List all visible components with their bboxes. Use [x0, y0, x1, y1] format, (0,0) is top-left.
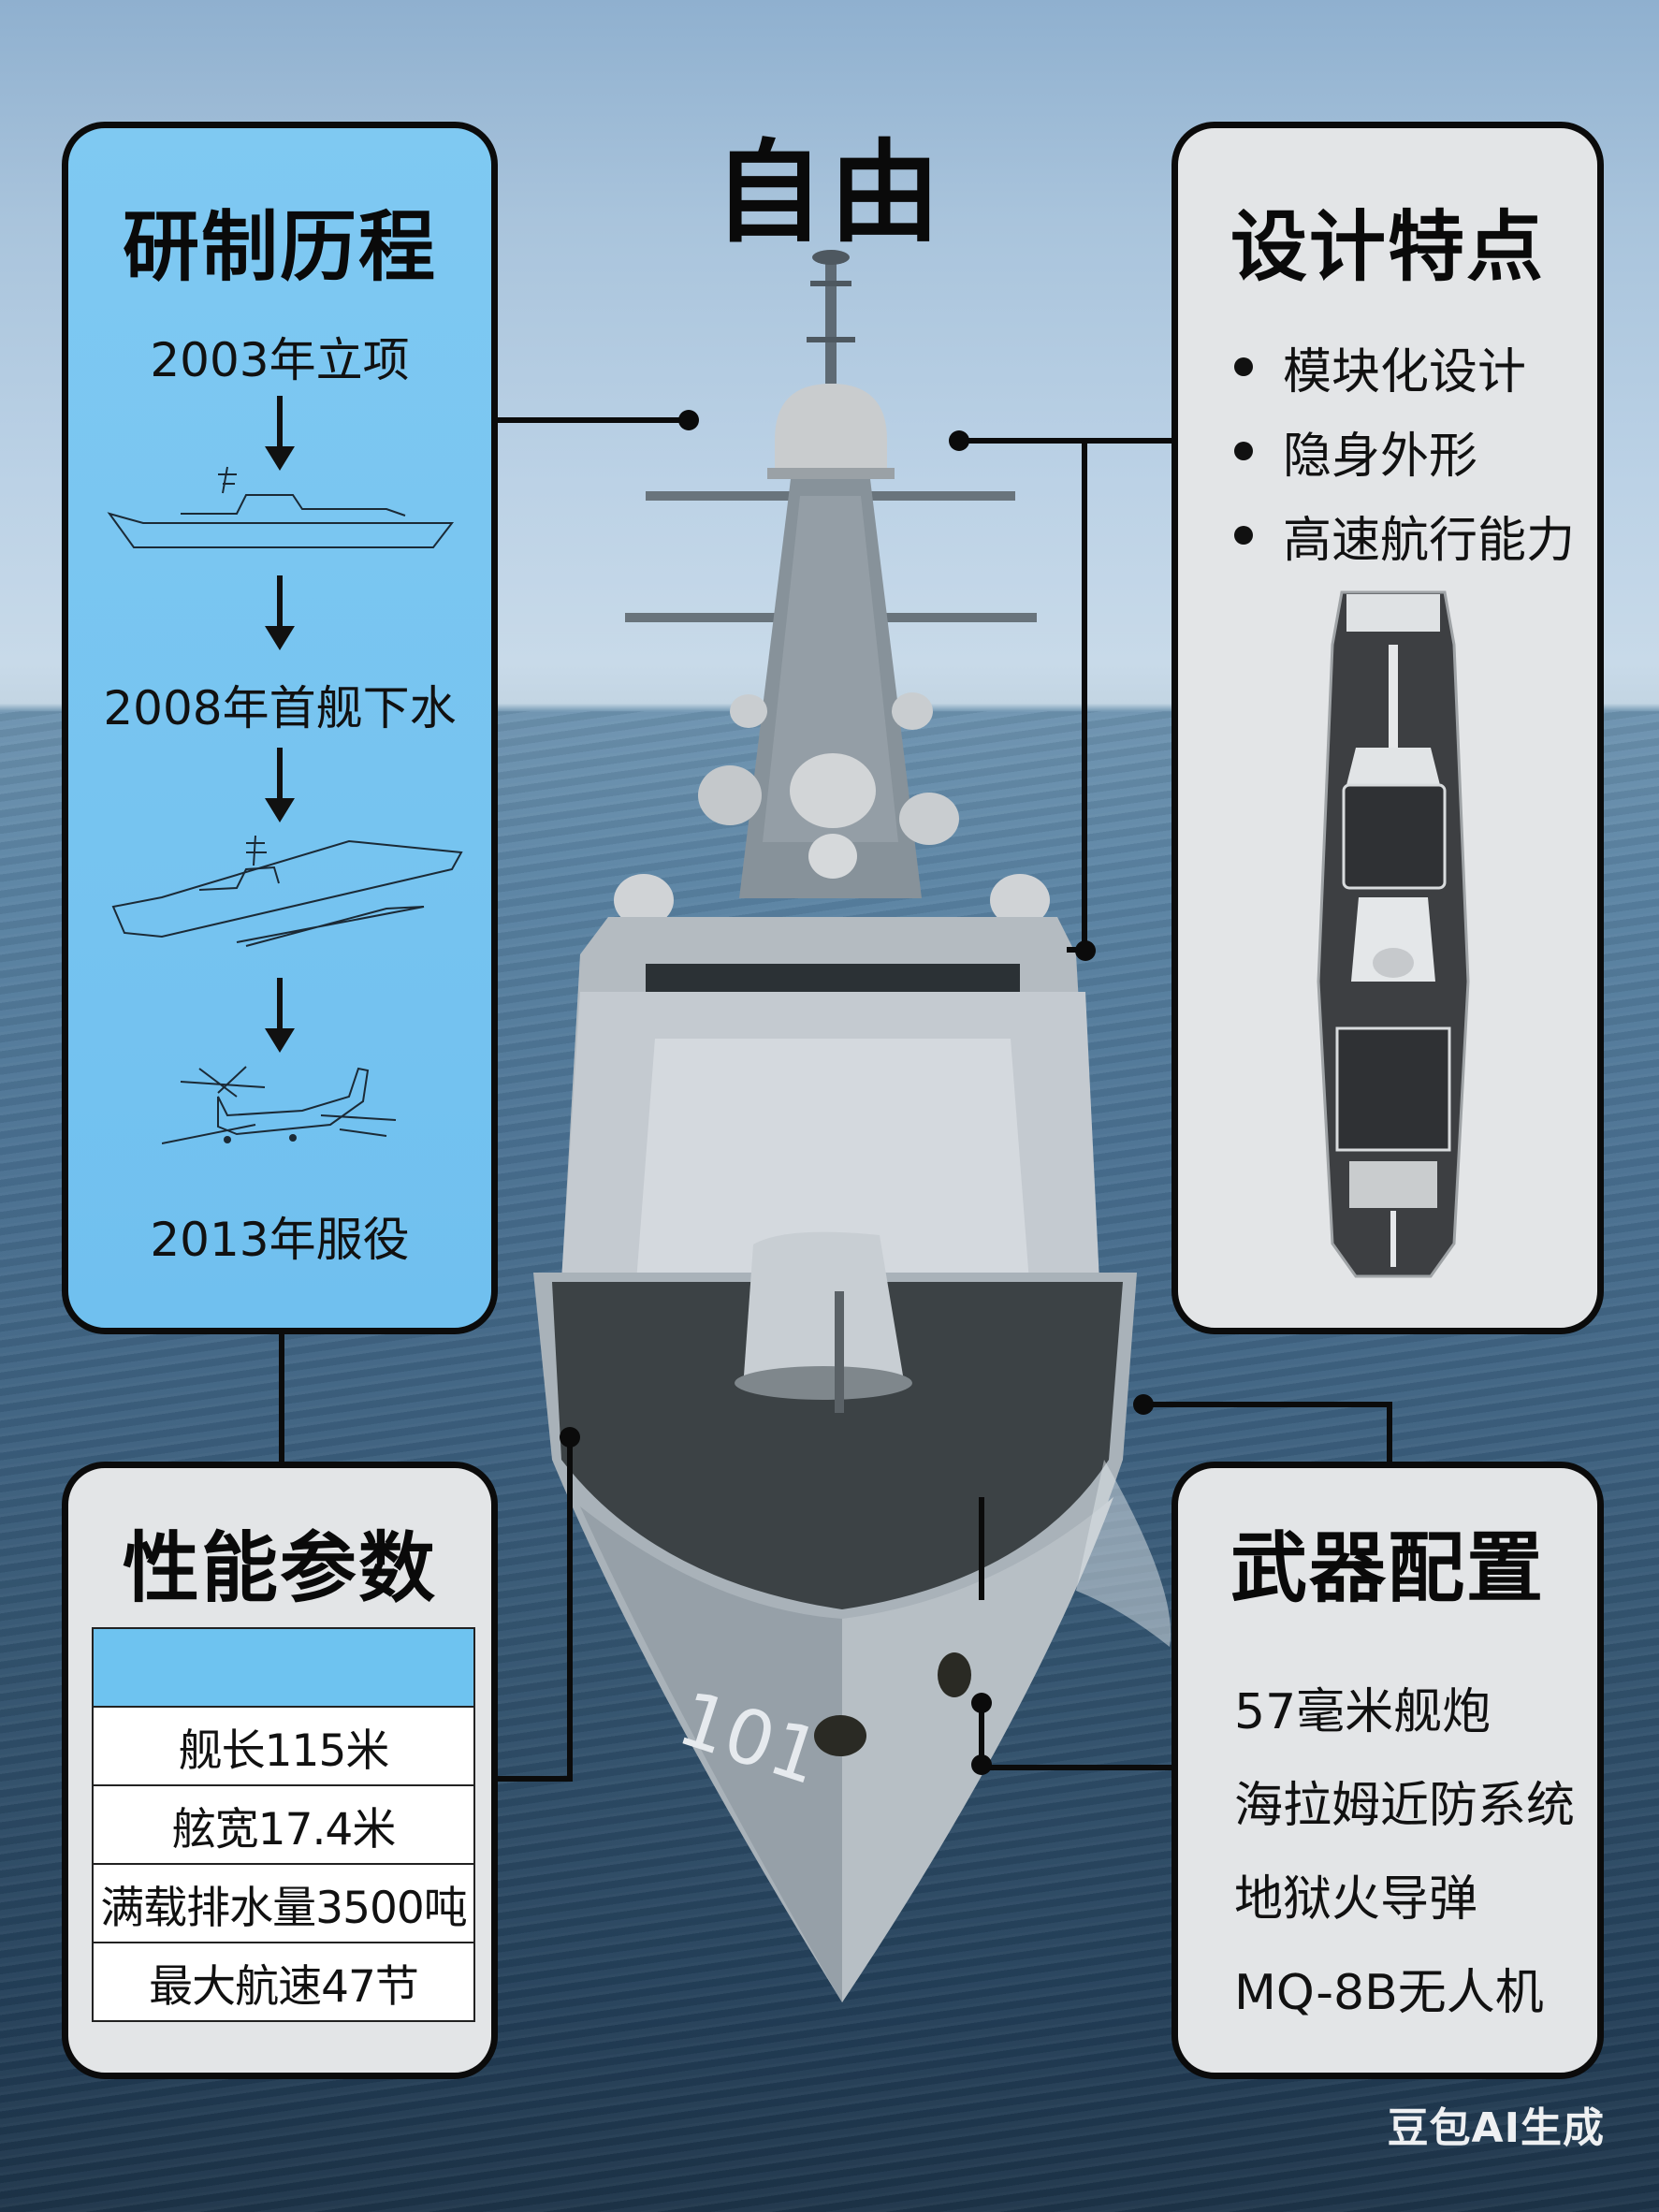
helicopter-drone-sketch-icon — [162, 1066, 397, 1144]
arrow-down-icon — [265, 396, 295, 471]
timeline-step-2008: 2008年首舰下水 — [103, 681, 457, 735]
feature-list: 模块化设计 隐身外形 高速航行能力 — [1234, 325, 1575, 577]
connector-weapons-bow-vert — [979, 1703, 984, 1768]
ship-top-view-icon — [1317, 590, 1470, 1278]
bullet-icon — [1234, 442, 1253, 460]
connector-design-to-mast — [959, 438, 1172, 444]
arrow-down-icon — [265, 978, 295, 1053]
feature-item: 高速航行能力 — [1234, 493, 1575, 577]
arrow-down-icon — [265, 748, 295, 822]
spec-row-beam: 舷宽17.4米 — [94, 1786, 473, 1865]
page-title: 自由 — [713, 128, 946, 257]
spec-row-max-speed: 最大航速47节 — [149, 1960, 419, 2013]
bullet-icon — [1234, 357, 1253, 376]
history-panel: 研制历程 2003年立项 2008年首舰下水 2013年服役 — [62, 122, 498, 1334]
weapons-title: 武器配置 — [1230, 1524, 1545, 1613]
weapon-item: 海拉姆近防系统 — [1234, 1777, 1576, 1834]
connector-dot — [1133, 1394, 1154, 1415]
performance-title: 性能参数 — [122, 1524, 437, 1613]
timeline-step-2003: 2003年立项 — [150, 333, 410, 387]
connector-dot — [949, 430, 969, 451]
design-title: 设计特点 — [1230, 203, 1545, 292]
spec-table: 舰长115米 舷宽17.4米 满载排水量3500吨 最大航速47节 — [92, 1627, 475, 2022]
timeline-step-2013: 2013年服役 — [150, 1213, 410, 1267]
connector-design-drop — [1082, 438, 1087, 951]
weapon-item: 地狱火导弹 — [1234, 1870, 1478, 1928]
connector-performance-foot — [494, 1776, 573, 1782]
performance-panel: 性能参数 舰长115米 舷宽17.4米 满载排水量3500吨 最大航速47节 — [62, 1462, 498, 2079]
bullet-icon — [1234, 526, 1253, 545]
spec-row-displacement: 满载排水量3500吨 — [94, 1865, 473, 1943]
weapons-panel: 武器配置 57毫米舰炮 海拉姆近防系统 地狱火导弹 MQ-8B无人机 — [1171, 1462, 1604, 2079]
feature-item: 模块化设计 — [1234, 325, 1575, 409]
connector-dot — [971, 1693, 992, 1713]
connector-weapons-to-deck — [1143, 1402, 1391, 1407]
connector-history-to-performance — [279, 1327, 284, 1467]
connector-weapons-bow-foot — [979, 1765, 1175, 1770]
ship-side-sketch-icon — [107, 466, 455, 548]
weapon-item: 57毫米舰炮 — [1234, 1683, 1492, 1740]
connector-dot — [678, 410, 699, 430]
connector-weapons-drop — [1387, 1402, 1392, 1465]
spec-row-length: 舰长115米 — [94, 1708, 473, 1786]
weapon-list: 57毫米舰炮 海拉姆近防系统 地狱火导弹 MQ-8B无人机 — [1234, 1660, 1575, 2034]
connector-history-to-mast — [496, 417, 688, 423]
arrow-down-icon — [265, 575, 295, 650]
ai-watermark: 豆包AI生成 — [1387, 2104, 1605, 2152]
connector-weapons-to-bow — [979, 1497, 984, 1600]
connector-dot — [560, 1427, 580, 1448]
history-title: 研制历程 — [122, 203, 437, 292]
spec-table-header — [94, 1629, 473, 1708]
connector-performance-to-hull — [567, 1437, 573, 1782]
weapon-item: MQ-8B无人机 — [1234, 1964, 1544, 2021]
design-panel: 设计特点 模块化设计 隐身外形 高速航行能力 — [1171, 122, 1604, 1334]
feature-item: 隐身外形 — [1234, 409, 1575, 493]
connector-dot — [971, 1754, 992, 1775]
connector-dot — [1075, 940, 1096, 961]
ship-launch-sketch-icon — [111, 835, 463, 947]
